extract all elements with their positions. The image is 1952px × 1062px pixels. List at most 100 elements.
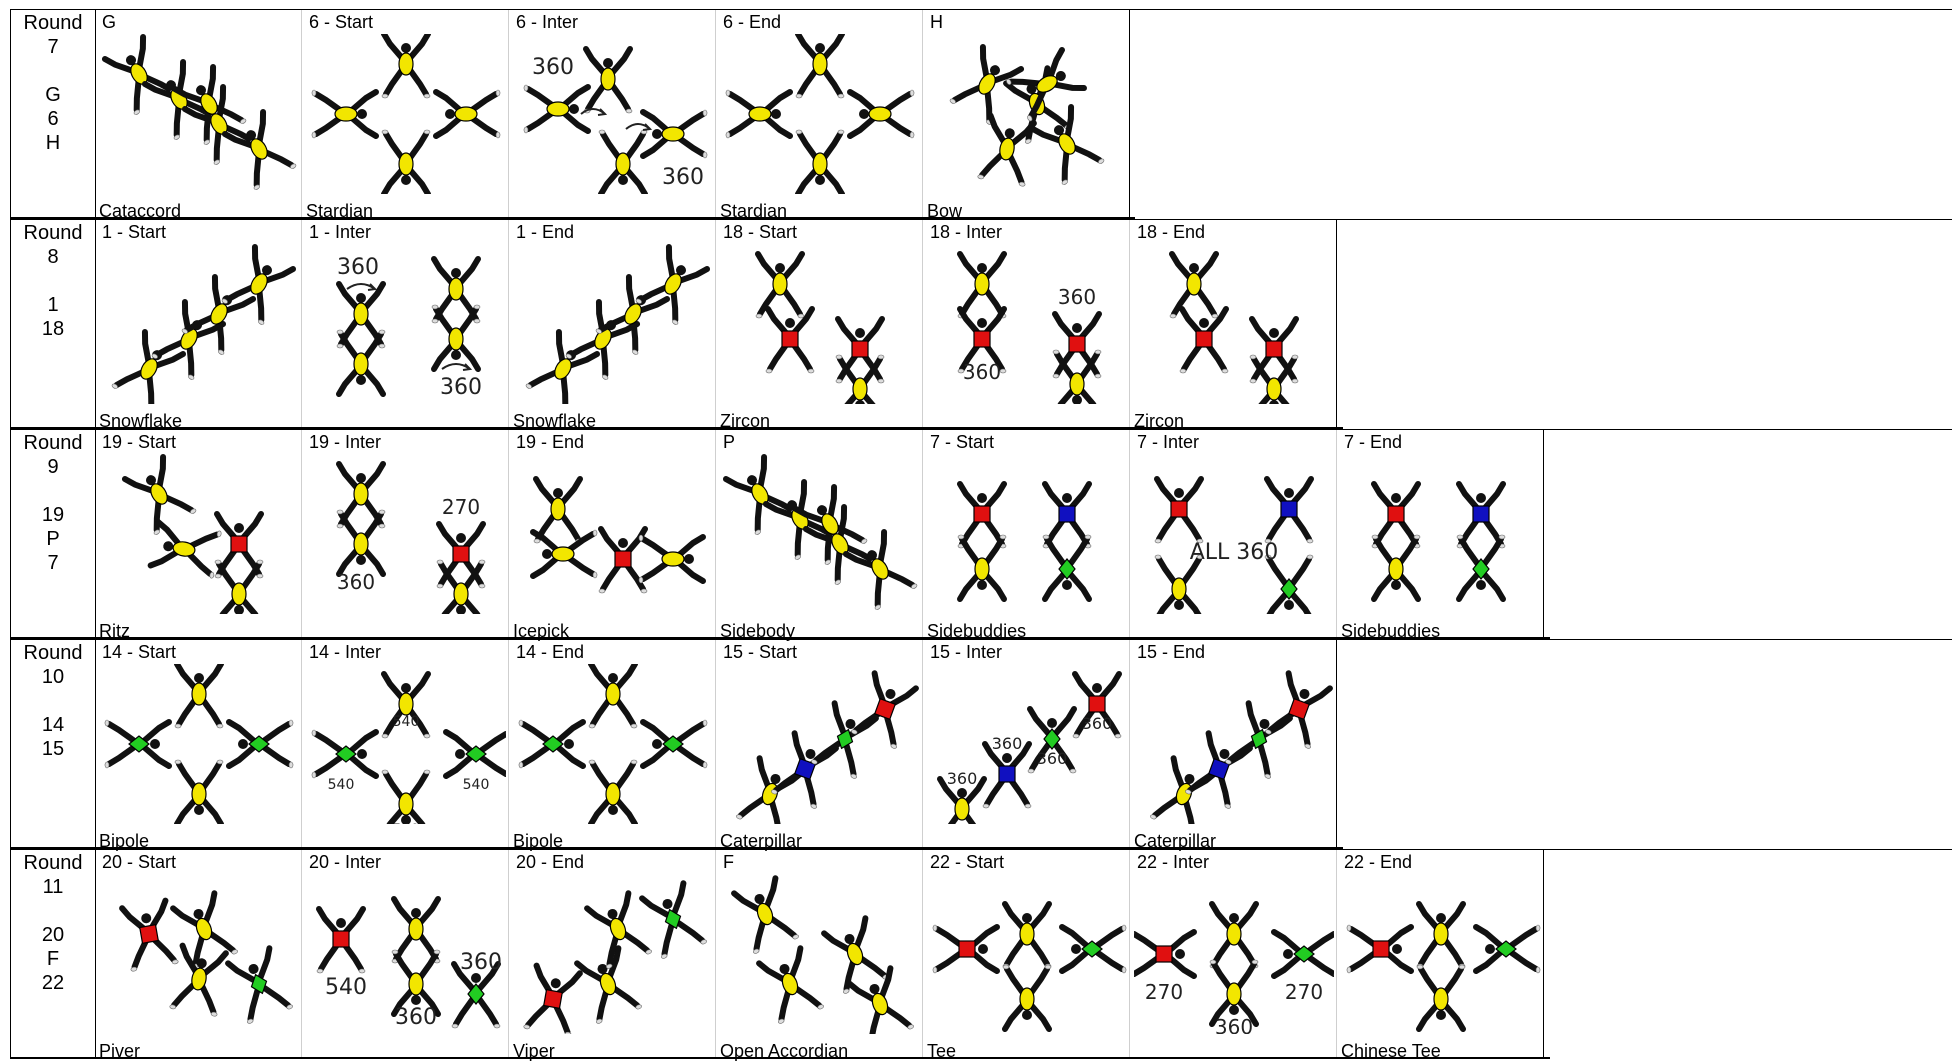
skydiver-figure — [643, 720, 707, 768]
formation-label: 1 - End — [516, 221, 574, 243]
skydiver-figure — [756, 254, 804, 318]
rotation-annotation: 360 — [963, 360, 1001, 384]
formation-label: G — [102, 11, 116, 33]
skydiver-figure — [589, 664, 637, 728]
formation-diagram: 540540540540 — [306, 664, 506, 824]
formation-label: 14 - End — [516, 641, 584, 663]
skydiver-figure — [850, 90, 914, 138]
skydiver-figure — [215, 560, 263, 614]
formation-diagram — [720, 664, 920, 824]
skydiver-figure — [1210, 904, 1258, 968]
skydiver-figure — [1265, 479, 1313, 543]
round-word: Round — [11, 221, 95, 245]
round-word: Round — [11, 851, 95, 875]
formation-label: 20 - Inter — [309, 851, 381, 873]
skydiver-figure — [171, 893, 238, 970]
round-text: 15 — [11, 737, 95, 761]
formation-label: 7 - Start — [930, 431, 994, 453]
formation-label: 7 - End — [1344, 431, 1402, 453]
rotation-annotation: 360 — [1215, 1015, 1253, 1034]
formation-label: 1 - Inter — [309, 221, 371, 243]
rotation-annotation: 540 — [393, 714, 420, 730]
formation-label: 18 - Inter — [930, 221, 1002, 243]
round-text: 1 — [11, 293, 95, 317]
skydiver-figure — [1003, 904, 1051, 968]
skydiver-figure — [635, 246, 709, 325]
formation-diagram — [99, 454, 299, 614]
round-text: 10 — [11, 665, 95, 689]
skydiver-figure — [1417, 965, 1465, 1029]
formation-label: 20 - Start — [102, 851, 176, 873]
skydiver-figure — [1372, 484, 1420, 548]
formation-diagram — [1134, 664, 1334, 824]
formation-diagram — [513, 874, 713, 1034]
formation-label: 1 - Start — [102, 221, 166, 243]
skydiver-figure — [523, 965, 581, 1034]
formation-label: 19 - Inter — [309, 431, 381, 453]
formation-label: 22 - Start — [930, 851, 1004, 873]
skydiver-figure — [643, 110, 707, 158]
skydiver-figure — [1265, 673, 1332, 750]
round-text: H — [11, 131, 95, 155]
rotation-annotation: 360 — [440, 375, 482, 400]
formation-diagram — [99, 244, 299, 404]
skydiver-figure — [1457, 484, 1505, 548]
formation-label: 18 - End — [1137, 221, 1205, 243]
rotation-annotation: 360 — [992, 734, 1023, 753]
formation-cell: 14 - Inter540540540540 — [303, 640, 509, 848]
rotation-annotation: 360 — [337, 255, 379, 280]
skydiver-figure — [1250, 355, 1298, 404]
skydiver-figure — [1417, 904, 1465, 968]
row-bottom-border — [10, 1057, 1550, 1059]
round-text — [11, 761, 95, 785]
skydiver-figure — [933, 925, 997, 973]
rotation-annotation: 270 — [1145, 980, 1183, 1004]
skydiver-figure — [1180, 309, 1228, 373]
skydiver-figure — [382, 34, 430, 98]
skydiver-figure — [1155, 479, 1203, 543]
formation-diagram — [513, 244, 713, 404]
formation-label: 6 - Inter — [516, 11, 578, 33]
rotation-annotation: 270 — [442, 495, 480, 519]
skydiver-figure — [436, 90, 500, 138]
skydiver-figure — [1031, 106, 1105, 185]
skydiver-figure — [103, 36, 177, 115]
skydiver-figure — [519, 720, 583, 768]
skydiver-figure — [1053, 350, 1101, 404]
formation-cell: 19 - Inter 270 360 — [303, 430, 509, 638]
skydiver-figure — [1185, 733, 1252, 810]
skydiver-figure — [150, 520, 221, 578]
round-text: 9 — [11, 455, 95, 479]
formation-diagram: 360 360 — [306, 244, 506, 404]
skydiver-figure — [640, 883, 707, 960]
skydiver-figure — [525, 331, 599, 404]
formation-label: 22 - Inter — [1137, 851, 1209, 873]
skydiver-figure — [317, 909, 365, 973]
skydiver-figure — [432, 305, 480, 369]
skydiver-figure — [105, 720, 169, 768]
formation-diagram — [306, 34, 506, 194]
rotation-annotation: 360 — [337, 570, 375, 594]
skydiver-figure — [796, 34, 844, 98]
skydiver-figure — [111, 331, 185, 404]
